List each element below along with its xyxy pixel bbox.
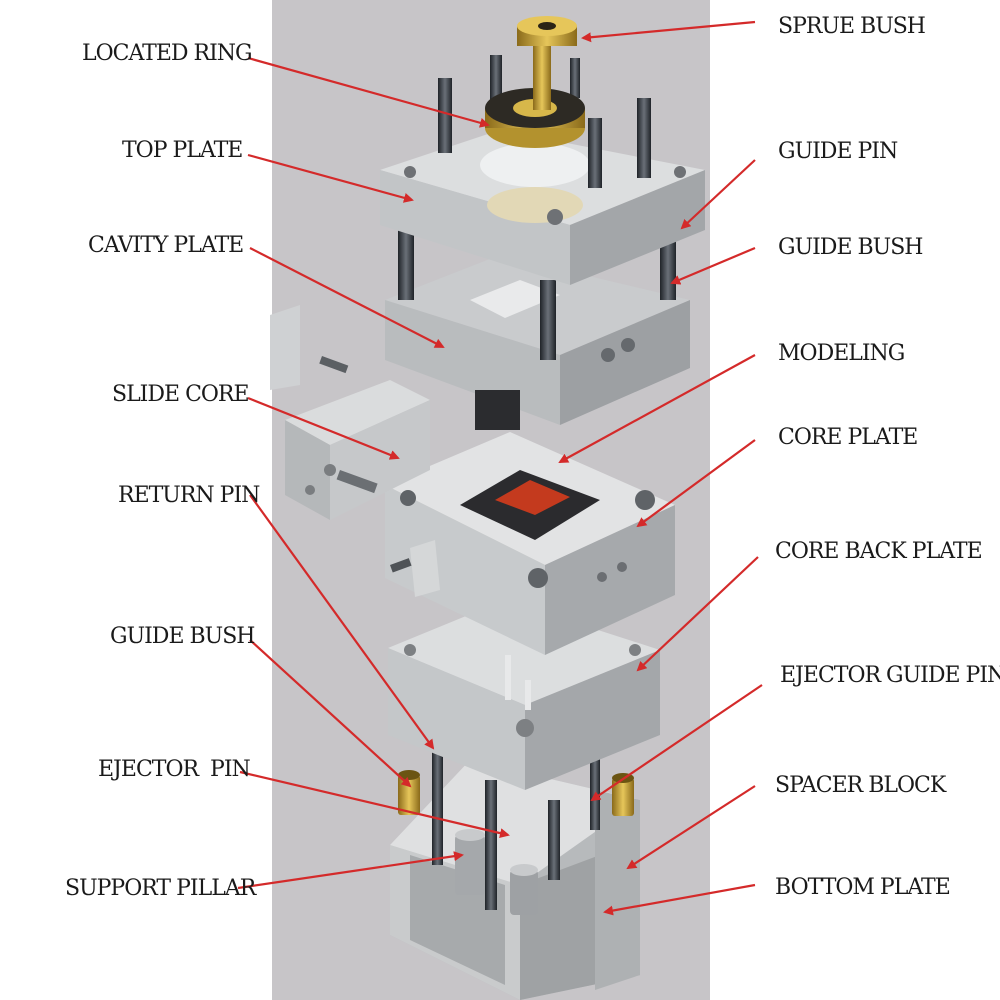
top-screws bbox=[438, 55, 651, 188]
label-guide-bush-bottom: GUIDE BUSH bbox=[110, 624, 254, 649]
label-core-plate: CORE PLATE bbox=[778, 425, 917, 450]
arrow-guide-bush-top bbox=[670, 246, 756, 285]
arrow-slide-core bbox=[247, 396, 400, 460]
label-cavity-plate: CAVITY PLATE bbox=[88, 233, 243, 258]
sprue-bush bbox=[517, 16, 577, 110]
top-plate bbox=[380, 130, 705, 285]
slide-block bbox=[390, 540, 440, 597]
label-modeling: MODELING bbox=[778, 341, 904, 366]
ejector-pins bbox=[432, 735, 600, 910]
labels: SPRUE BUSH LOCATED RING TOP PLATE GUIDE … bbox=[65, 14, 1000, 901]
label-top-plate: TOP PLATE bbox=[122, 138, 242, 163]
arrow-modeling bbox=[558, 354, 756, 463]
arrow-top-plate bbox=[247, 153, 414, 203]
spacer-block bbox=[595, 790, 640, 990]
label-sprue-bush: SPRUE BUSH bbox=[778, 14, 925, 39]
label-core-back-plate: CORE BACK PLATE bbox=[775, 539, 982, 564]
label-guide-bush-top: GUIDE BUSH bbox=[778, 235, 922, 260]
core-plate bbox=[385, 432, 675, 655]
arrow-core-back-plate bbox=[636, 556, 759, 672]
label-bottom-plate: BOTTOM PLATE bbox=[775, 875, 950, 900]
label-located-ring: LOCATED RING bbox=[82, 41, 252, 66]
arrow-core-plate bbox=[636, 439, 756, 528]
label-spacer-block: SPACER BLOCK bbox=[775, 773, 947, 798]
label-ejector-guide-pin: EJECTOR GUIDE PIN bbox=[780, 663, 1000, 688]
arrow-bottom-plate bbox=[603, 883, 756, 916]
arrow-cavity-plate bbox=[249, 247, 445, 348]
core-back-plate bbox=[388, 600, 660, 790]
arrow-support-pillar bbox=[237, 851, 464, 890]
label-return-pin: RETURN PIN bbox=[118, 483, 260, 508]
cavity-insert bbox=[475, 390, 520, 430]
label-slide-core: SLIDE CORE bbox=[112, 382, 249, 407]
arrow-ejector-guide-pin bbox=[590, 684, 763, 802]
label-guide-pin: GUIDE PIN bbox=[778, 139, 898, 164]
label-ejector-pin: EJECTOR PIN bbox=[98, 757, 251, 782]
arrow-ejector-pin bbox=[239, 770, 510, 839]
leader-arrows bbox=[237, 20, 763, 916]
arrow-spacer-block bbox=[626, 785, 756, 870]
arrow-sprue-bush bbox=[581, 20, 756, 43]
support-pillar bbox=[455, 829, 538, 915]
arrow-return-pin bbox=[249, 494, 435, 750]
arrow-guide-pin bbox=[680, 159, 756, 230]
slide-core bbox=[270, 305, 430, 520]
label-support-pillar: SUPPORT PILLAR bbox=[65, 876, 258, 901]
arrow-guide-bush-bottom bbox=[249, 639, 412, 788]
arrow-located-ring bbox=[247, 56, 490, 128]
located-ring bbox=[485, 88, 585, 148]
